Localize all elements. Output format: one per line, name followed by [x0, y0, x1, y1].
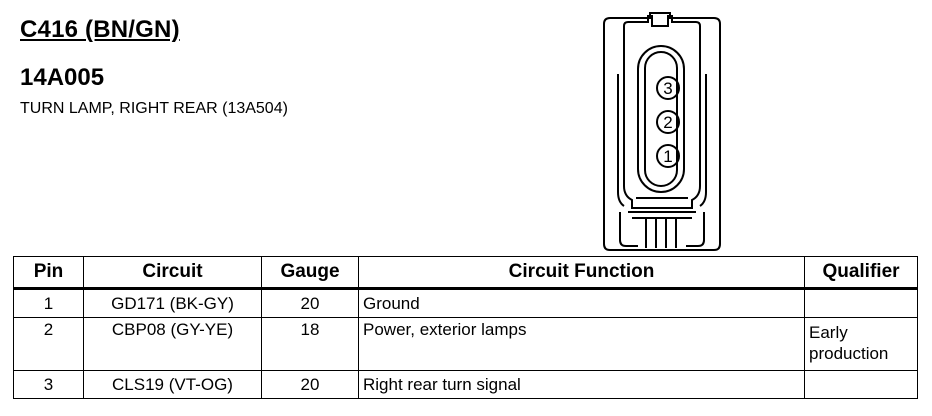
function-cell: Power, exterior lamps — [358, 317, 805, 371]
circuit-cell: CBP08 (GY-YE) — [83, 317, 262, 371]
header-qualifier: Qualifier — [804, 256, 918, 290]
header-circuit-function: Circuit Function — [358, 256, 805, 290]
qualifier-cell — [804, 288, 918, 318]
gauge-cell: 18 — [261, 317, 359, 371]
function-cell: Ground — [358, 288, 805, 318]
pin-1-label: 1 — [663, 147, 672, 166]
connector-housing-outline — [603, 12, 721, 251]
circuit-cell: CLS19 (VT-OG) — [83, 370, 262, 399]
gauge-cell: 20 — [261, 288, 359, 318]
latch-left — [617, 74, 625, 207]
pin-table: Pin Circuit Gauge Circuit Function Quali… — [13, 256, 918, 399]
pin-cell: 2 — [13, 317, 84, 371]
qualifier-line-2: production — [809, 344, 889, 363]
table-row: 2 CBP08 (GY-YE) 18 Power, exterior lamps… — [13, 317, 918, 371]
pin-3-circle — [656, 76, 680, 100]
part-number: 14A005 — [20, 64, 105, 91]
qualifier-line-1: Early — [809, 323, 848, 342]
pin-2-label: 2 — [663, 113, 672, 132]
pin-cell: 3 — [13, 370, 84, 399]
qualifier-cell — [804, 370, 918, 399]
pin-cavity — [637, 45, 685, 193]
header-circuit: Circuit — [83, 256, 262, 290]
table-row: 3 CLS19 (VT-OG) 20 Right rear turn signa… — [13, 370, 918, 399]
connector-id: C416 (BN/GN) — [20, 16, 180, 43]
gauge-cell: 20 — [261, 370, 359, 399]
pin-markers: 3 2 1 — [656, 76, 680, 168]
function-cell: Right rear turn signal — [358, 370, 805, 399]
pin-2-circle — [656, 110, 680, 134]
table-row: 1 GD171 (BK-GY) 20 Ground — [13, 288, 918, 318]
pin-cell: 1 — [13, 288, 84, 318]
header-gauge: Gauge — [261, 256, 359, 290]
circuit-cell: GD171 (BK-GY) — [83, 288, 262, 318]
latch-right — [699, 74, 707, 207]
pin-cavity-inner — [644, 51, 678, 187]
connector-description: TURN LAMP, RIGHT REAR (13A504) — [20, 100, 288, 117]
qualifier-cell: Early production — [804, 317, 918, 371]
connector-inner-outline — [623, 15, 701, 209]
connector-face-diagram: 3 2 1 — [603, 12, 721, 251]
header-pin: Pin — [13, 256, 84, 290]
pin-3-label: 3 — [663, 79, 672, 98]
pin-1-circle — [656, 144, 680, 168]
table-header-row: Pin Circuit Gauge Circuit Function Quali… — [13, 256, 918, 290]
